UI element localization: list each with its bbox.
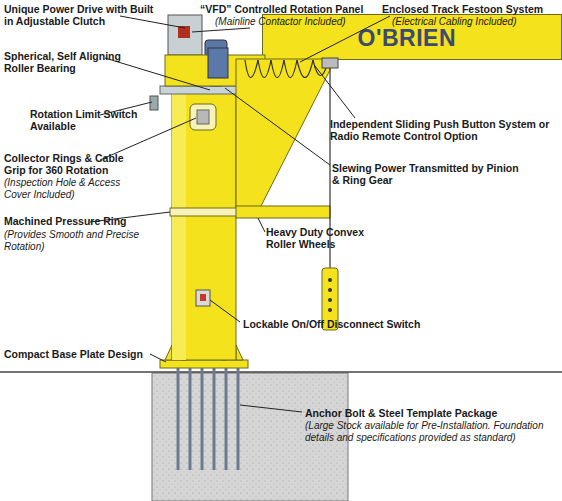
pendant-buttons bbox=[328, 278, 332, 312]
collector-rings bbox=[197, 110, 209, 124]
roller-bracket bbox=[236, 206, 330, 218]
callout-label: Lockable On/Off Disconnect Switch bbox=[243, 318, 463, 330]
callout-label: Spherical, Self Aligning Roller Bearing bbox=[4, 50, 134, 74]
boom-gusset bbox=[236, 59, 330, 208]
callout-label: Machined Pressure Ring bbox=[4, 215, 134, 227]
switch-handle bbox=[200, 294, 206, 301]
column-highlight bbox=[172, 92, 186, 360]
base-plate bbox=[160, 360, 248, 368]
callout-label: Anchor Bolt & Steel Template Package bbox=[305, 407, 555, 419]
ground-line bbox=[0, 371, 562, 373]
callout-label: Independent Sliding Push Button System o… bbox=[330, 118, 560, 142]
callout-note: (Provides Smooth and Precise Rotation) bbox=[4, 229, 144, 252]
callout-label: Unique Power Drive with Built in Adjusta… bbox=[4, 3, 164, 27]
callout-note: (Inspection Hole & Access Cover Included… bbox=[4, 177, 144, 200]
callout-label: Enclosed Track Festoon System bbox=[382, 3, 562, 15]
callout-label: Collector Rings & Cable Grip for 360 Rot… bbox=[4, 152, 134, 176]
disconnect-switch bbox=[196, 290, 210, 306]
inspection-cover bbox=[190, 104, 216, 130]
callout-note: (Large Stock available for Pre-Installat… bbox=[305, 420, 555, 443]
callout-note: (Electrical Cabling Included) bbox=[392, 16, 562, 28]
brand-name: O'BRIEN bbox=[358, 25, 456, 52]
limit-switch bbox=[150, 96, 158, 110]
callout-label: Slewing Power Transmitted by Pinion & Ri… bbox=[332, 162, 522, 186]
callout-label: Rotation Limit Switch Available bbox=[30, 108, 140, 132]
festoon-cables bbox=[245, 60, 328, 78]
callout-label: Heavy Duty Convex Roller Wheels bbox=[266, 226, 376, 250]
callout-note: (Mainline Contactor Included) bbox=[215, 16, 385, 28]
callout-label: “VFD” Controlled Rotation Panel bbox=[200, 3, 380, 15]
trolley bbox=[322, 58, 338, 68]
callout-label: Compact Base Plate Design bbox=[4, 348, 174, 360]
ring-gear bbox=[160, 86, 248, 94]
anchor-bolts bbox=[178, 360, 238, 470]
pillar-column bbox=[172, 92, 236, 360]
vfd-panel bbox=[168, 15, 202, 55]
motor-body bbox=[208, 48, 228, 78]
pressure-ring bbox=[170, 208, 238, 216]
